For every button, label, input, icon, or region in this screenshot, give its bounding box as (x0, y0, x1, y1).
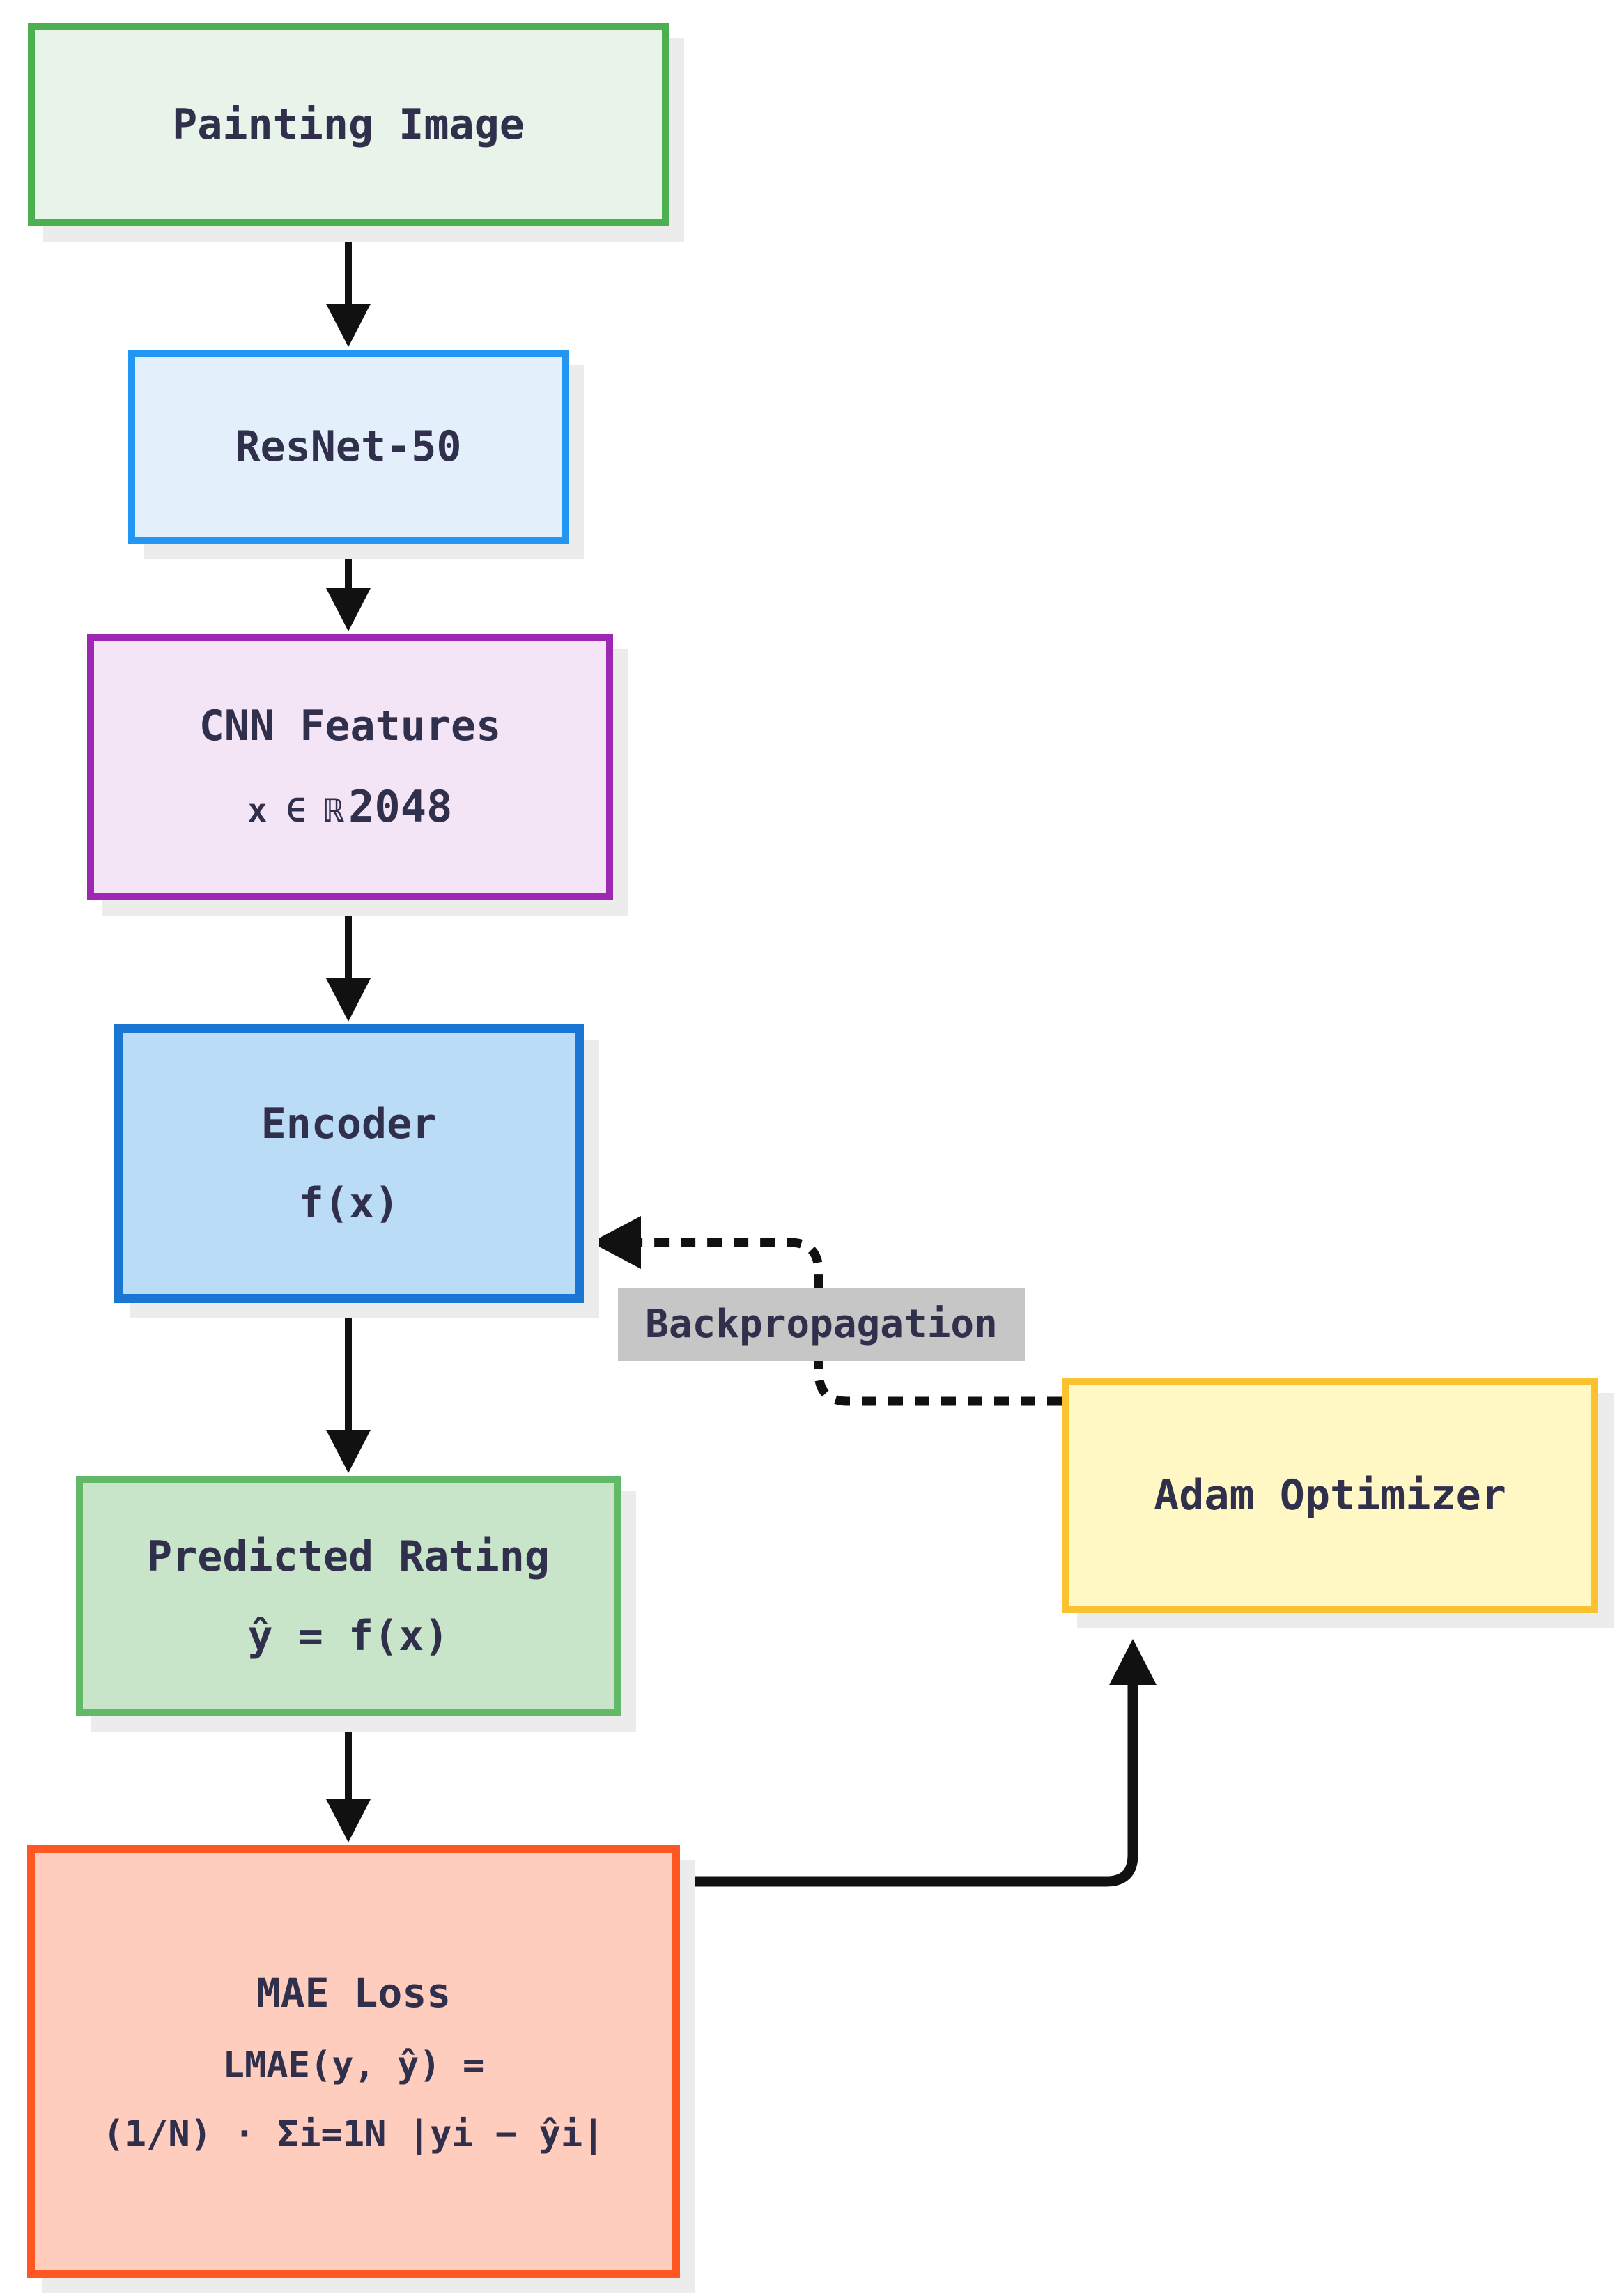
arrowhead-resnet-to-cnn (326, 588, 371, 631)
node-mae-loss: MAE Loss LMAE(y, ŷ) = (1/N) · Σi=1N |yi … (27, 1845, 680, 2278)
node-resnet-50-label: ResNet-50 (235, 422, 462, 471)
arrowhead-cnn-to-encoder (326, 978, 371, 1022)
cnn-formula-prefix: x ∈ ℝ (247, 792, 345, 830)
backpropagation-label-text: Backpropagation (645, 1302, 998, 1347)
node-predicted-rating: Predicted Rating ŷ = f(x) (76, 1476, 621, 1716)
arrowhead-adam-to-encoder-backprop (591, 1216, 641, 1269)
cnn-formula-dimension: 2048 (348, 781, 453, 833)
arrowhead-mae-to-adam (1109, 1639, 1157, 1685)
node-encoder-formula: f(x) (298, 1179, 400, 1228)
node-cnn-features-formula: x ∈ ℝ2048 (248, 766, 453, 848)
node-mae-loss-label: MAE Loss (256, 1968, 451, 2017)
node-cnn-features: CNN Features x ∈ ℝ2048 (87, 634, 613, 900)
node-predicted-rating-formula: ŷ = f(x) (247, 1611, 449, 1661)
node-encoder: Encoder f(x) (114, 1024, 584, 1303)
node-adam-optimizer-label: Adam Optimizer (1154, 1471, 1506, 1520)
node-cnn-features-label: CNN Features (199, 702, 502, 751)
node-painting-image: Painting Image (28, 23, 669, 226)
arrowhead-predicted-to-mae (326, 1799, 371, 1842)
backpropagation-label: Backpropagation (618, 1288, 1025, 1361)
node-predicted-rating-label: Predicted Rating (147, 1532, 550, 1581)
node-adam-optimizer: Adam Optimizer (1062, 1378, 1598, 1613)
node-mae-loss-formula-line2: (1/N) · Σi=1N |yi − ŷi| (102, 2113, 605, 2155)
node-mae-loss-formula-line1: LMAE(y, ŷ) = (222, 2044, 485, 2086)
node-encoder-label: Encoder (261, 1100, 438, 1148)
node-painting-image-label: Painting Image (172, 100, 525, 149)
arrowhead-encoder-to-predicted (326, 1430, 371, 1473)
arrow-mae-to-adam (672, 1685, 1138, 1887)
node-resnet-50: ResNet-50 (128, 350, 569, 544)
arrowhead-painting-to-resnet (326, 304, 371, 347)
